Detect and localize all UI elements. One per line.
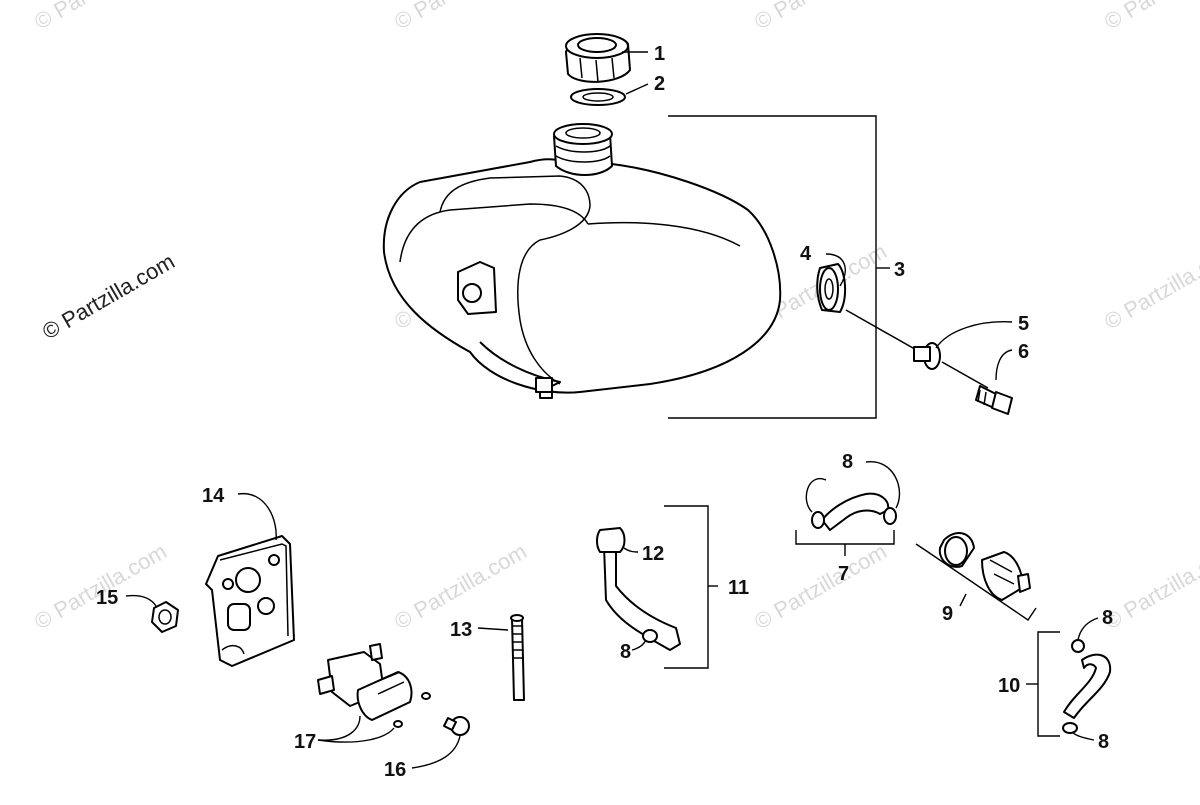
callout-17: 17: [294, 731, 316, 753]
callout-11: 11: [728, 577, 749, 599]
callout-8: 8: [1098, 731, 1109, 753]
callout-2: 2: [654, 73, 665, 95]
watermark: © Partzilla.com: [1100, 539, 1200, 635]
callout-10: 10: [998, 675, 1020, 697]
watermark: © Partzilla.com: [750, 0, 891, 34]
part-nut[interactable]: [151, 601, 179, 633]
callout-6: 6: [1018, 341, 1029, 363]
callout-3: 3: [894, 259, 905, 281]
callout-4: 4: [800, 243, 812, 265]
callout-14: 14: [202, 485, 225, 507]
part-fuel-filter[interactable]: [938, 532, 1031, 601]
callout-15: 15: [96, 587, 118, 609]
part-hose-clamp[interactable]: [642, 629, 658, 643]
part-fuel-hose[interactable]: [1063, 653, 1112, 719]
part-fuel-tank[interactable]: [382, 123, 782, 399]
callout-7: 7: [838, 563, 849, 585]
watermark: © Partzilla.com: [750, 539, 891, 635]
callout-5: 5: [1018, 313, 1029, 335]
callout-1: 1: [654, 43, 665, 65]
callout-8: 8: [842, 451, 853, 473]
callout-12: 12: [642, 543, 664, 565]
part-grommet[interactable]: [816, 263, 846, 313]
group-bracket-11: [664, 505, 709, 669]
copyright-watermark: © Partzilla.com: [38, 249, 179, 345]
part-mounting-plate[interactable]: [205, 535, 295, 667]
part-fuel-valve[interactable]: [317, 643, 431, 728]
group-bracket-3: [668, 115, 877, 419]
part-rod[interactable]: [510, 614, 525, 701]
callout-13: 13: [450, 619, 472, 641]
watermark: © Partzilla.com: [390, 0, 531, 34]
part-line-clamp[interactable]: [596, 527, 626, 553]
callout-8: 8: [1102, 607, 1113, 629]
group-bracket-10: [1037, 631, 1060, 737]
watermark: © Partzilla.com: [30, 0, 171, 34]
callout-8: 8: [620, 641, 631, 663]
callouts: 1 2 3 4 5 6 7 8 9 10 8 8 11 12 8 13 14 1…: [96, 43, 1113, 781]
part-bolt[interactable]: [975, 385, 1013, 415]
part-hose-clamp[interactable]: [811, 507, 897, 529]
watermark: © Partzilla.com: [1100, 239, 1200, 335]
watermark: © Partzilla.com: [1100, 0, 1200, 34]
part-hose-clamp[interactable]: [1062, 639, 1085, 734]
part-fuel-cap[interactable]: [565, 33, 631, 83]
part-fuel-line[interactable]: [603, 545, 681, 651]
part-collar-washer[interactable]: [913, 342, 941, 370]
callout-9: 9: [942, 603, 953, 625]
part-vent-hose[interactable]: [821, 492, 890, 531]
part-screw[interactable]: [443, 716, 470, 736]
callout-16: 16: [384, 759, 406, 781]
part-cap-gasket[interactable]: [570, 88, 626, 106]
group-bracket-9: [915, 543, 1037, 621]
